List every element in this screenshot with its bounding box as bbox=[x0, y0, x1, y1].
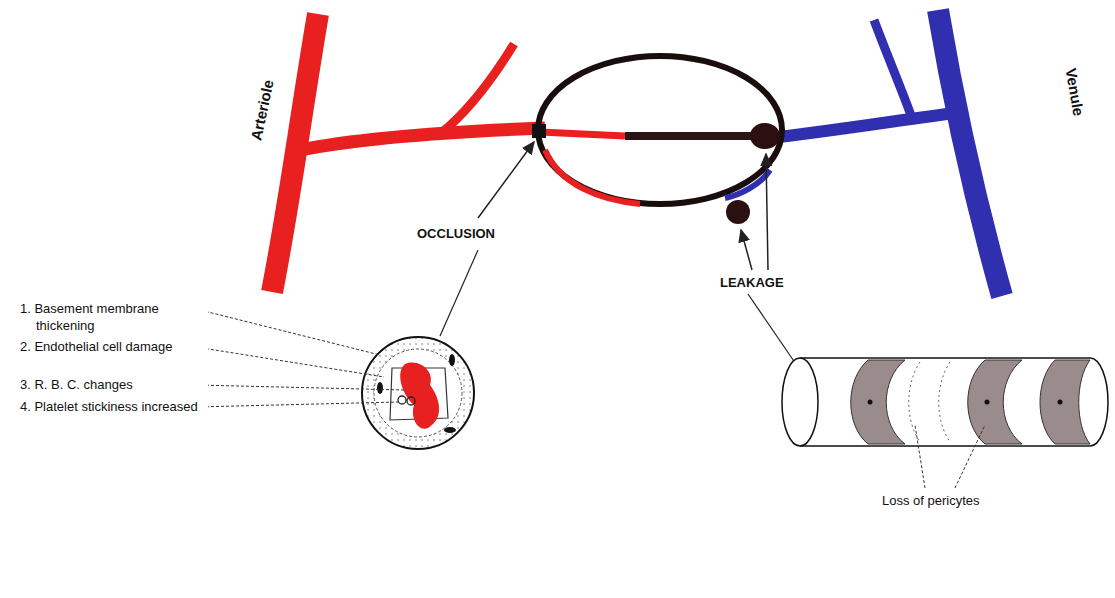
list-item: 4. Platelet stickiness increased bbox=[20, 398, 208, 415]
pointer-arrow bbox=[766, 154, 768, 270]
arteriole-branch bbox=[300, 128, 545, 150]
capillary-segment bbox=[625, 132, 760, 140]
pointer-line bbox=[440, 250, 478, 336]
endothelial-nucleus bbox=[449, 354, 455, 366]
basement-membrane bbox=[374, 349, 462, 437]
pointer-arrow bbox=[478, 142, 534, 218]
pointer-arrow bbox=[741, 230, 752, 270]
callout-label: OCCLUSION bbox=[415, 225, 497, 242]
platelet bbox=[398, 396, 406, 404]
microaneurysm bbox=[726, 200, 750, 224]
capillary-loop bbox=[538, 56, 782, 204]
capillary-cylinder bbox=[782, 358, 1108, 446]
venule-branch bbox=[874, 20, 912, 118]
pointer-line bbox=[748, 294, 800, 370]
vessel-label: Arteriole bbox=[247, 78, 276, 142]
capillary-segment bbox=[545, 150, 640, 204]
leader-line bbox=[915, 425, 925, 488]
list-item: 3. R. B. C. changes bbox=[20, 376, 208, 393]
leader-line bbox=[196, 402, 398, 407]
capillary-segment bbox=[540, 132, 625, 136]
callout-label: LEAKAGE bbox=[718, 274, 786, 291]
red-blood-cell bbox=[400, 363, 439, 429]
leader-line bbox=[196, 385, 405, 390]
endothelial-nucleus bbox=[377, 382, 383, 394]
occlusion-plug bbox=[532, 124, 546, 138]
platelet bbox=[407, 397, 415, 405]
microaneurysm bbox=[750, 123, 780, 149]
capillary-segment bbox=[725, 170, 770, 198]
endothelial-nucleus bbox=[444, 427, 456, 433]
vessel-cross-section bbox=[362, 337, 474, 449]
vessel-label: Venule bbox=[1062, 67, 1087, 118]
list-item: 1. Basement membrane thickening bbox=[20, 300, 208, 334]
leader-line bbox=[196, 347, 384, 377]
leader-line bbox=[955, 425, 985, 488]
venule-vessel bbox=[938, 10, 1002, 296]
list-item: 2. Endothelial cell damage bbox=[20, 338, 208, 355]
leader-line bbox=[196, 309, 380, 355]
arteriole-branch bbox=[440, 44, 514, 134]
venule-branch bbox=[770, 112, 962, 138]
callout-label: Loss of pericytes bbox=[880, 492, 982, 509]
